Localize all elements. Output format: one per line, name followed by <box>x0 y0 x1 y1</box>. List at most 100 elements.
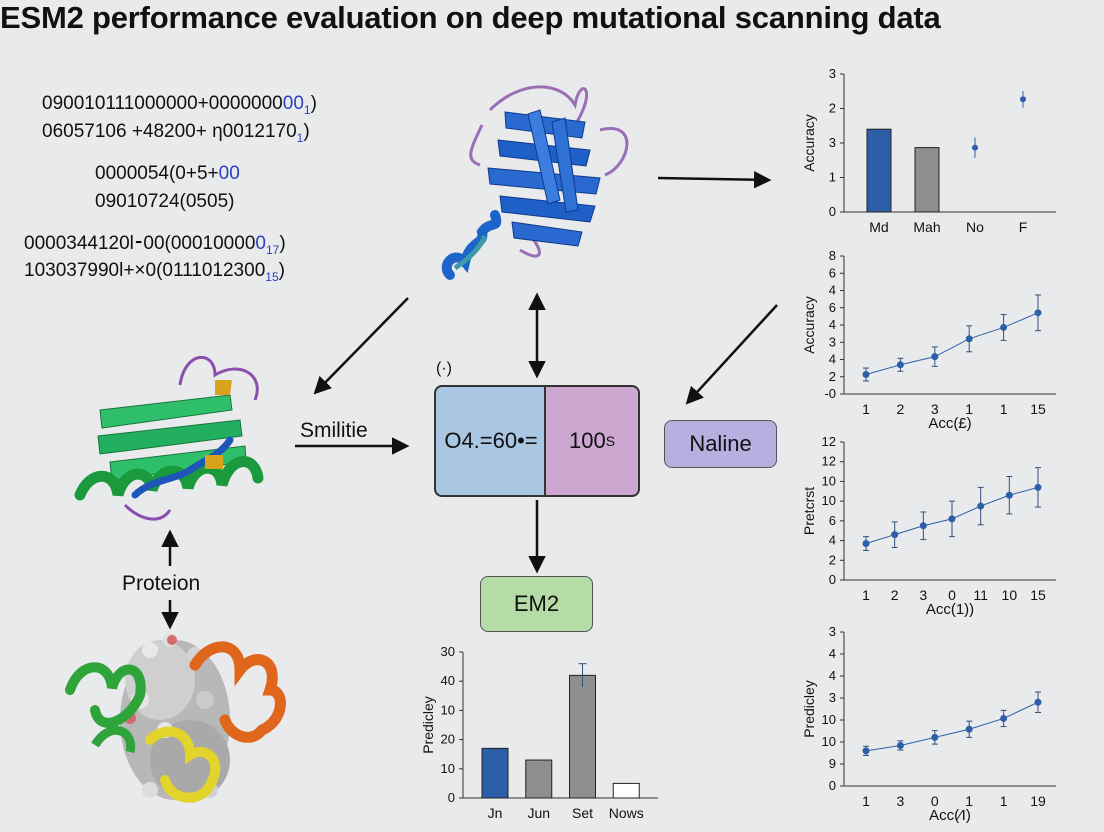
y-tick-label: 4 <box>829 646 836 661</box>
protein-spacefill-icon <box>65 633 286 803</box>
x-tick-label: 1 <box>862 793 870 809</box>
paren-label: (·) <box>436 360 452 377</box>
y-tick-label: 12 <box>822 434 836 449</box>
naline-box-text: Naline <box>689 431 752 456</box>
data-point <box>977 502 985 510</box>
y-tick-label: 0 <box>829 778 836 793</box>
protein-ribbon-green-icon <box>74 356 264 521</box>
bar <box>612 782 640 799</box>
data-point <box>1020 96 1026 103</box>
y-tick-label: 3 <box>829 66 836 81</box>
arrows <box>161 170 778 630</box>
y-tick-label: 10 <box>822 473 836 488</box>
bar <box>866 128 892 213</box>
y-tick-label: 40 <box>441 673 455 688</box>
x-tick-label: 1 <box>862 587 870 603</box>
data-point <box>896 361 904 369</box>
y-tick-label: 4 <box>829 283 836 298</box>
data-point <box>931 353 939 361</box>
y-tick-label: 3 <box>829 690 836 705</box>
x-tick-label: Jun <box>527 805 550 821</box>
data-point <box>931 733 939 741</box>
y-tick-label: 0 <box>829 572 836 587</box>
data-point <box>862 371 870 379</box>
em2-box-text: EM2 <box>513 591 560 616</box>
data-point <box>1000 323 1008 331</box>
score-box-right-sub: S <box>605 433 616 449</box>
page-title: ESM2 performance evaluation on deep muta… <box>0 0 941 35</box>
series-line <box>865 701 1039 752</box>
y-tick-label: 12 <box>822 454 836 469</box>
y-tick-label: 3 <box>829 624 836 639</box>
sequence-line: 103037990l+×0(011101230015) <box>24 260 285 284</box>
x-tick-label: 1 <box>1000 401 1008 417</box>
y-axis-label: Accuracy <box>801 114 817 172</box>
y-axis-label: Accuracy <box>801 296 817 354</box>
y-tick-label: 2 <box>829 369 836 384</box>
data-point <box>891 531 899 539</box>
x-axis-label: Acc(⁄I) <box>929 807 971 824</box>
data-point <box>896 741 904 749</box>
data-point <box>862 747 870 755</box>
x-tick-label: 11 <box>973 587 988 603</box>
x-tick-label: 10 <box>1002 587 1018 603</box>
y-tick-label: 3 <box>829 334 836 349</box>
x-tick-label: 3 <box>897 793 905 809</box>
data-point <box>965 335 973 343</box>
score-box-left-text: O4.=60•= <box>444 428 538 453</box>
x-tick-label: 1 <box>1000 793 1008 809</box>
x-tick-label: 2 <box>897 401 905 417</box>
bar <box>569 674 596 799</box>
similitie-label: Smilitie <box>300 419 368 442</box>
x-axis-label: Acc(£) <box>928 415 971 432</box>
y-tick-label: 20 <box>441 732 455 747</box>
x-tick-label: 1 <box>862 401 870 417</box>
y-axis-label: Pretcrst <box>801 487 817 535</box>
y-tick-label: 4 <box>829 317 836 332</box>
sequence-line: 09010724(0505) <box>95 191 235 212</box>
data-point <box>948 515 956 523</box>
series-line <box>865 312 1039 375</box>
y-tick-label: 6 <box>829 300 836 315</box>
y-tick-label: 10 <box>441 761 455 776</box>
y-tick-label: 6 <box>829 513 836 528</box>
y-axis-label: Predicley <box>801 680 817 738</box>
y-tick-label: 4 <box>829 352 836 367</box>
data-point <box>1034 483 1042 491</box>
y-tick-label: -0 <box>824 386 836 401</box>
y-tick-label: 6 <box>829 265 836 280</box>
y-tick-label: 10 <box>822 493 836 508</box>
y-tick-label: 2 <box>829 101 836 116</box>
sequence-line: 0000054(0+5+00 <box>95 163 240 184</box>
data-point <box>1005 491 1013 499</box>
x-axis-label: Acc(1)) <box>926 601 974 618</box>
x-tick-label: No <box>966 219 984 235</box>
y-tick-label: 3 <box>829 135 836 150</box>
protein-ribbon-blue-icon <box>441 85 629 280</box>
y-tick-label: 1 <box>829 170 836 185</box>
data-point <box>862 540 870 548</box>
x-tick-label: Mah <box>913 219 940 235</box>
data-point <box>972 144 978 151</box>
bar <box>525 759 553 799</box>
y-tick-label: 2 <box>829 552 836 567</box>
x-tick-label: 15 <box>1030 401 1046 417</box>
x-tick-label: Nows <box>609 805 644 821</box>
x-tick-label: 3 <box>919 587 927 603</box>
y-tick-label: 30 <box>441 644 455 659</box>
y-tick-label: 10 <box>822 734 836 749</box>
score-box-right-text: 100 <box>568 428 606 453</box>
x-tick-label: 2 <box>891 587 899 603</box>
x-tick-label: Jn <box>488 805 503 821</box>
y-tick-label: 9 <box>829 756 836 771</box>
proteion-label: Proteion <box>122 572 201 595</box>
sequence-line: 090010111000000+0000000001) <box>42 93 317 117</box>
x-tick-label: 15 <box>1030 587 1046 603</box>
score-box-left: O4.=60•= <box>434 385 546 497</box>
y-tick-label: 4 <box>829 533 836 548</box>
